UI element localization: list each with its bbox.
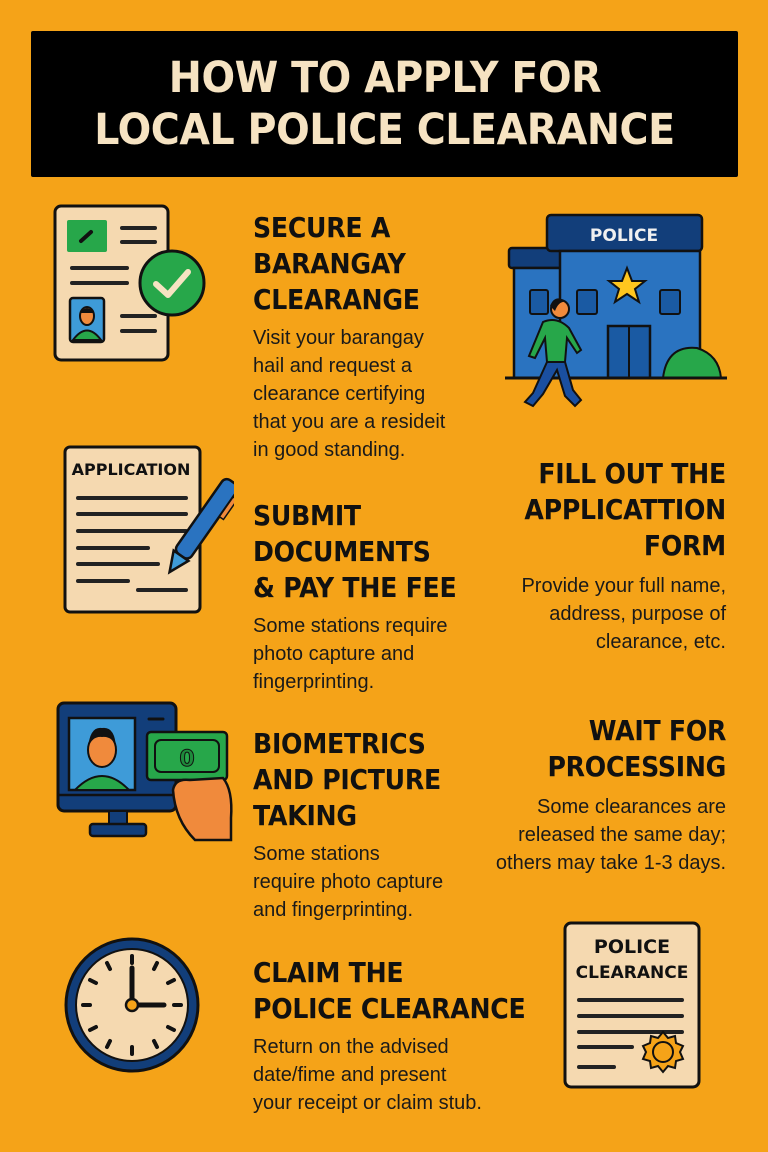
step-heading-line: WAIT FOR <box>588 714 727 747</box>
step-heading-line: FILL OUT THE <box>538 457 726 490</box>
step-heading-line: & PAY THE FEE <box>253 571 457 604</box>
application-form-pen-icon: APPLICATION <box>62 444 239 621</box>
description-line: Some clearances are <box>537 796 726 818</box>
police-station-icon: POLICE <box>497 210 737 420</box>
step-description: Visit your barangay hail and request a c… <box>253 324 445 464</box>
monitor-payment-icon: 0 <box>55 700 235 850</box>
description-line: released the same day; <box>518 824 726 846</box>
page-title-line-2: LOCAL POLICE CLEARANCE <box>94 105 675 155</box>
description-line: clearance, etc. <box>595 631 726 653</box>
step-heading-line: FORM <box>643 529 726 562</box>
seal-icon <box>641 1030 685 1074</box>
description-line: others may take 1-3 days. <box>495 852 726 874</box>
step-description: Some stations require photo capture and … <box>253 612 479 696</box>
clearance-doc-subtitle: CLEARANCE <box>576 963 689 983</box>
title-banner: HOW TO APPLY FOR LOCAL POLICE CLEARANCE <box>31 31 738 177</box>
step-submit-documents: SUBMIT DOCUMENTS & PAY THE FEE Some stat… <box>253 498 479 696</box>
step-heading-line: SUBMIT <box>253 499 361 532</box>
document-check-icon <box>52 203 212 370</box>
step-description: Some stations require photo capture and … <box>253 840 462 924</box>
description-line: Return on the advised <box>253 1036 449 1058</box>
description-line: clearance certifying <box>253 383 426 405</box>
description-line: hail and request a <box>253 355 413 377</box>
police-sign-text: POLICE <box>590 226 658 246</box>
step-heading-line: BARANGAY <box>253 247 406 280</box>
step-description: Some clearances are released the same da… <box>496 793 726 877</box>
description-line: fingerprinting. <box>253 671 375 693</box>
step-wait-for-processing: WAIT FOR PROCESSING Some clearances are … <box>496 713 726 877</box>
step-heading-line: BIOMETRICS <box>253 727 426 760</box>
step-heading-line: PROCESSING <box>547 750 726 783</box>
description-line: address, purpose of <box>549 603 726 625</box>
step-claim-police-clearance: CLAIM THE POLICE CLEARANCE Return on the… <box>253 955 556 1117</box>
description-line: that you are a resideit <box>253 411 446 433</box>
step-fill-out-application-form: FILL OUT THE APPLICATTION FORM Provide y… <box>502 456 726 656</box>
description-line: in good standing. <box>253 439 406 461</box>
clearance-doc-title: POLICE <box>594 936 670 958</box>
step-description: Provide your full name, address, purpose… <box>502 572 726 656</box>
step-heading-line: TAKING <box>253 799 357 832</box>
step-heading-line: SECURE A <box>253 211 391 244</box>
step-heading-line: CLEARANGE <box>253 283 420 316</box>
step-heading-line: POLICE CLEARANCE <box>253 992 526 1025</box>
description-line: Some stations require <box>253 615 448 637</box>
step-heading-line: DOCUMENTS <box>253 535 431 568</box>
money-symbol: 0 <box>179 747 194 772</box>
description-line: and fingerprinting. <box>253 899 414 921</box>
step-description: Return on the advised date/fime and pres… <box>253 1033 556 1117</box>
police-clearance-document-icon: POLICE CLEARANCE <box>562 920 704 1095</box>
description-line: Some stations <box>253 843 380 865</box>
description-line: Visit your barangay <box>253 327 424 349</box>
clock-icon <box>62 935 202 1080</box>
step-heading-line: APPLICATTION <box>524 493 726 526</box>
step-heading-line: CLAIM THE <box>253 956 404 989</box>
description-line: Provide your full name, <box>521 575 726 597</box>
application-label: APPLICATION <box>72 460 191 479</box>
step-biometrics-picture-taking: BIOMETRICS AND PICTURE TAKING Some stati… <box>253 726 462 924</box>
step-heading-line: AND PICTURE <box>253 763 441 796</box>
page-title-line-1: HOW TO APPLY FOR <box>168 53 601 103</box>
description-line: date/fime and present <box>253 1064 447 1086</box>
step-secure-barangay-clearance: SECURE A BARANGAY CLEARANGE Visit your b… <box>253 210 445 464</box>
description-line: require photo capture <box>253 871 444 893</box>
description-line: your receipt or claim stub. <box>253 1092 482 1114</box>
description-line: photo capture and <box>253 643 415 665</box>
